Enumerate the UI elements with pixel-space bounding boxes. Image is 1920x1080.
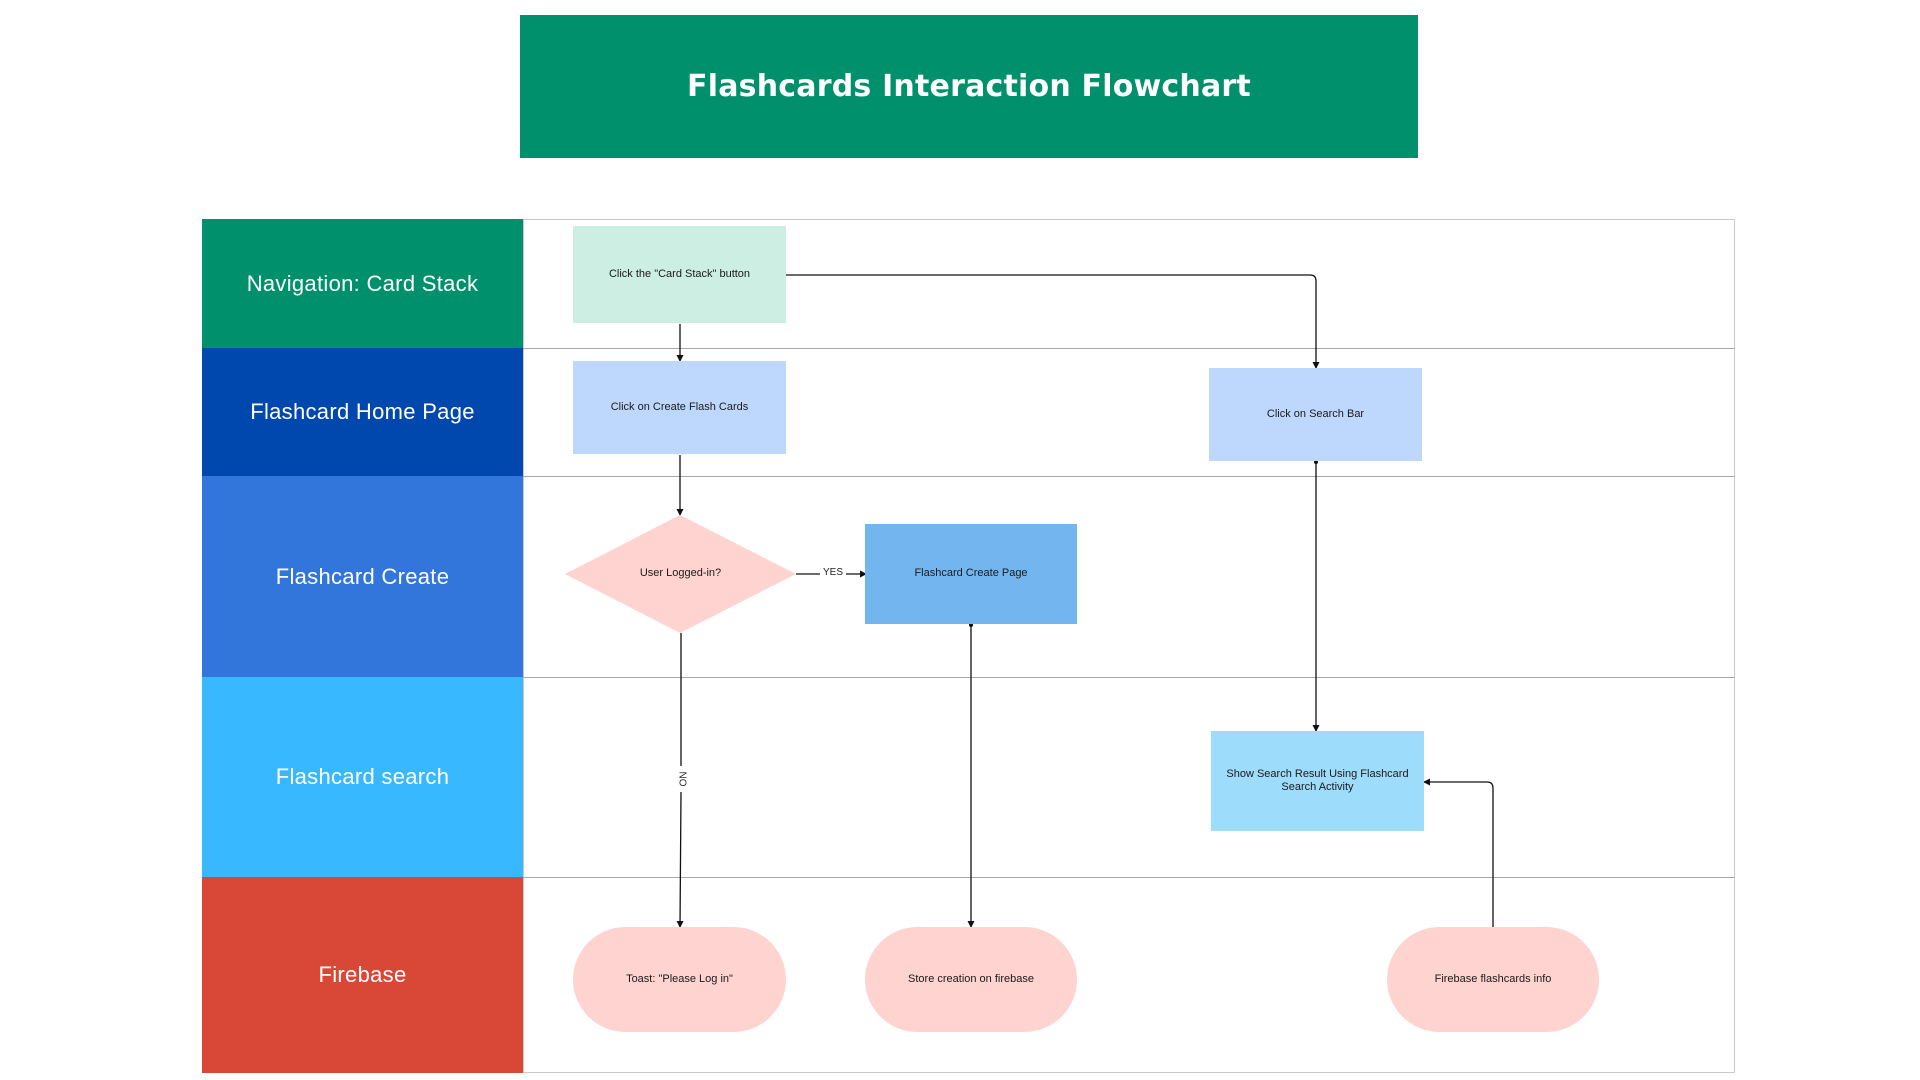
- node-toast-login: Toast: "Please Log in": [573, 927, 786, 1032]
- diagram-title: Flashcards Interaction Flowchart: [687, 69, 1251, 104]
- node-label: Toast: "Please Log in": [626, 972, 733, 985]
- node-label: Firebase flashcards info: [1434, 972, 1552, 985]
- node-label: Flashcard Create Page: [914, 567, 1028, 580]
- node-card-stack-button: Click the "Card Stack" button: [573, 226, 786, 323]
- lane-header-firebase: Firebase: [202, 877, 523, 1073]
- node-store-creation: Store creation on firebase: [865, 927, 1077, 1032]
- node-label: Click the "Card Stack" button: [608, 267, 751, 280]
- edge-label-yes: YES: [821, 567, 846, 579]
- lane-label: Firebase: [318, 962, 407, 987]
- lane-label: Flashcard Home Page: [250, 399, 475, 424]
- node-firebase-info: Firebase flashcards info: [1387, 927, 1599, 1032]
- node-label: User Logged-in?: [639, 567, 722, 580]
- lane-label: Navigation: Card Stack: [246, 270, 479, 296]
- node-label: Click on Create Flash Cards: [610, 400, 749, 413]
- lane-divider: [523, 476, 1735, 477]
- lane-header-navigation: Navigation: Card Stack: [202, 219, 523, 348]
- lane-header-search: Flashcard search: [202, 677, 523, 877]
- node-label: Show Search Result Using Flashcard Searc…: [1226, 767, 1409, 793]
- lane-separator-vertical: [523, 219, 524, 1073]
- lane-header-create: Flashcard Create: [202, 476, 523, 677]
- lane-label: Flashcard search: [275, 764, 450, 789]
- node-search-result: Show Search Result Using Flashcard Searc…: [1211, 731, 1424, 831]
- lane-divider: [523, 677, 1735, 678]
- node-create-flash-cards: Click on Create Flash Cards: [573, 361, 786, 454]
- lane-header-home-page: Flashcard Home Page: [202, 348, 523, 476]
- node-label: Click on Search Bar: [1266, 407, 1365, 420]
- edge-label-no: NO: [675, 769, 688, 789]
- node-create-page: Flashcard Create Page: [865, 524, 1077, 624]
- node-user-logged-in: User Logged-in?: [565, 515, 796, 633]
- lane-label: Flashcard Create: [275, 563, 450, 589]
- lane-divider: [523, 877, 1735, 878]
- title-banner: Flashcards Interaction Flowchart: [520, 15, 1418, 158]
- node-search-bar: Click on Search Bar: [1209, 368, 1422, 461]
- node-label: Store creation on firebase: [908, 972, 1034, 985]
- lane-divider: [523, 348, 1735, 349]
